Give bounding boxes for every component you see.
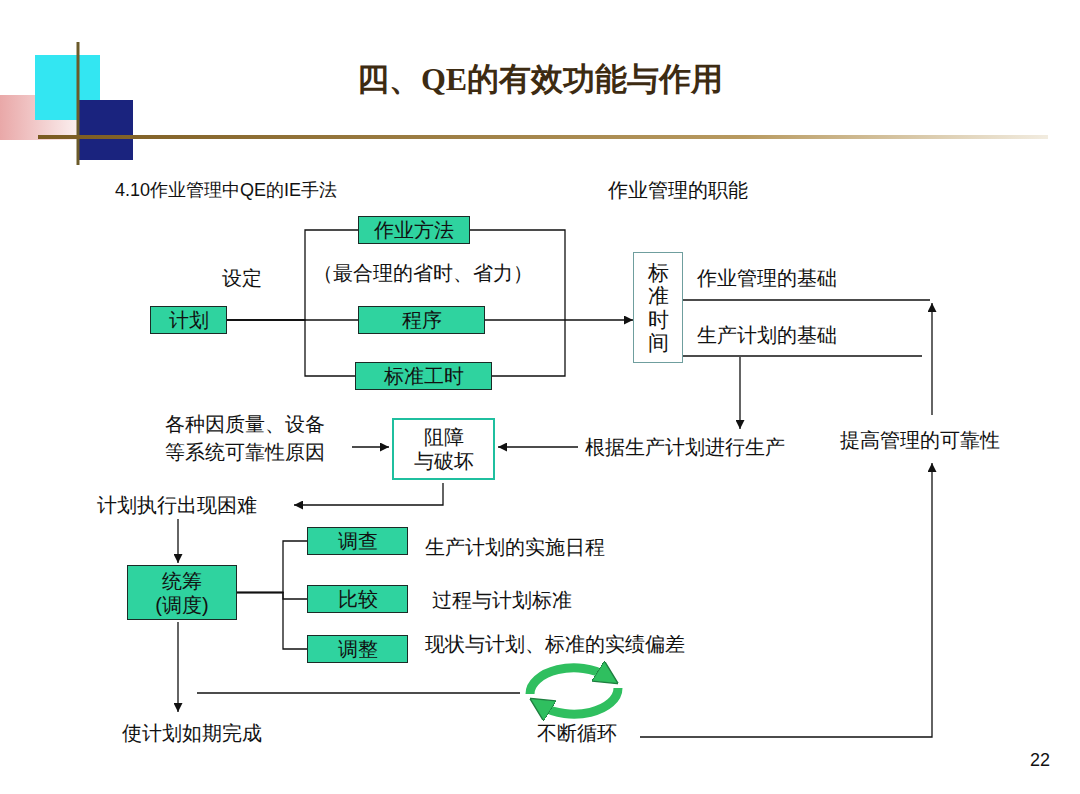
bracket-line <box>470 230 565 376</box>
text-label: 提高管理的可靠性 <box>840 428 1000 452</box>
text-label: 作业管理的职能 <box>608 178 748 202</box>
text-label: 不断循环 <box>537 721 617 745</box>
text-label: 设定 <box>222 266 262 290</box>
connector <box>237 593 307 650</box>
text-label: 计划执行出现困难 <box>97 493 257 517</box>
flow-arrow <box>498 446 578 447</box>
box-text: 程序 <box>402 308 442 332</box>
text-label: 现状与计划、标准的实绩偏差 <box>425 632 685 656</box>
process-box: 统筹 (调度) <box>127 565 237 620</box>
corner-decoration <box>0 42 133 165</box>
box-text: 计划 <box>169 308 209 332</box>
connector <box>227 320 355 376</box>
box-text: 比较 <box>338 587 378 611</box>
deco-line <box>77 42 80 165</box>
box-text: 标准工时 <box>384 364 464 388</box>
cycle-symbol <box>530 668 618 714</box>
flow-arrow <box>931 303 932 415</box>
connector <box>237 593 307 600</box>
text-label: 作业管理的基础 <box>697 266 837 290</box>
process-box: 比较 <box>307 585 408 613</box>
box-text: 调查 <box>338 529 378 553</box>
box-text: 作业方法 <box>374 218 454 242</box>
cycle-arrow <box>530 668 606 694</box>
process-box: 作业方法 <box>358 216 470 244</box>
deco-square <box>78 100 133 160</box>
flow-arrow <box>294 483 443 505</box>
title-rule <box>38 135 1048 139</box>
flow-arrow <box>352 446 389 447</box>
text-label: 过程与计划标准 <box>432 588 572 612</box>
text-label: （最合理的省时、省力） <box>313 261 533 285</box>
flow-arrow <box>177 519 178 563</box>
box-text: 标准时间 <box>648 261 669 353</box>
obstacle-box: 阻障 与破坏 <box>392 418 495 480</box>
connector <box>237 541 307 593</box>
text-label: 生产计划的基础 <box>697 323 837 347</box>
flow-arrow <box>177 622 178 712</box>
page-number: 22 <box>1030 748 1050 772</box>
cycle-arrow <box>542 688 618 714</box>
flow-arrow <box>739 357 740 429</box>
standard-time-box: 标准时间 <box>633 252 683 363</box>
box-text: 统筹 (调度) <box>146 569 218 617</box>
text-label: 根据生产计划进行生产 <box>585 435 785 459</box>
process-box: 调整 <box>307 635 408 663</box>
connector <box>485 319 633 320</box>
process-box: 标准工时 <box>355 362 492 390</box>
slide-title: 四、QE的有效功能与作用 <box>0 58 1080 102</box>
underline <box>683 299 930 300</box>
flow-arrow <box>640 463 932 737</box>
process-box: 调查 <box>307 527 408 555</box>
process-box: 程序 <box>358 306 485 334</box>
box-text: 阻障 与破坏 <box>411 425 477 473</box>
text-label: 生产计划的实施日程 <box>425 535 605 559</box>
cycle-line <box>197 692 520 693</box>
text-label: 4.10作业管理中QE的IE手法 <box>115 178 337 202</box>
text-label: 各种因质量、设备 等系统可靠性原因 <box>165 410 333 466</box>
process-box: 计划 <box>150 306 227 334</box>
underline <box>683 355 922 356</box>
box-text: 调整 <box>338 637 378 661</box>
text-label: 使计划如期完成 <box>122 721 262 745</box>
